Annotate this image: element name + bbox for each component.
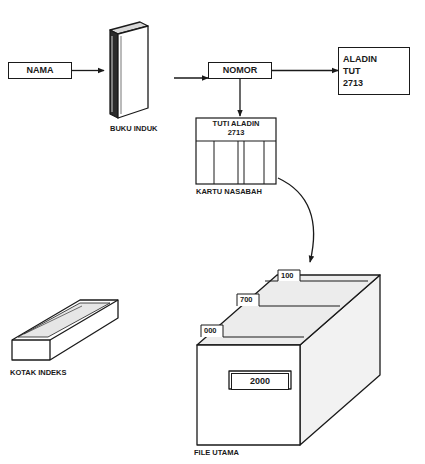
- flow-arrow: [278, 178, 314, 262]
- tab-number: 000: [203, 326, 218, 335]
- index-box-drawing: [12, 300, 118, 360]
- index-box-drawing-part: [12, 300, 118, 340]
- node-label: FILE UTAMA: [194, 448, 239, 457]
- node-label: ALADIN TUT 2713: [343, 53, 377, 89]
- customer-card-drawing-part: [238, 141, 239, 184]
- customer-card-drawing: [196, 118, 276, 184]
- flow-arrow: [272, 70, 338, 71]
- node-label: KOTAK INDEKS: [10, 368, 67, 377]
- file-cards-part: [201, 325, 304, 337]
- flow-arrow: [72, 70, 104, 71]
- customer-card-drawing-part: [264, 141, 265, 184]
- main-file: FILE UTAMA 2000: [190, 262, 386, 462]
- book-drawing-part: [112, 36, 113, 112]
- node-label: TUTI ALADIN 2713: [206, 119, 266, 137]
- main-file-drawer-drawing: [197, 270, 380, 445]
- book-drawing-part: [121, 36, 122, 114]
- customer-card: TUTI ALADIN 2713KARTU NASABAH: [194, 116, 278, 198]
- node-label: NAMA: [27, 65, 54, 76]
- tab-number: 700: [239, 295, 254, 304]
- tab-number: 100: [280, 271, 295, 280]
- customer-card-drawing-part: [244, 141, 245, 184]
- index-box-drawing-part: [12, 300, 118, 360]
- book-drawing: [110, 22, 148, 118]
- index-box-drawing-part: [24, 306, 82, 334]
- node-label: BUKU INDUK: [110, 124, 158, 133]
- index-box: KOTAK INDEKS: [8, 296, 122, 380]
- customer-card-drawing-part: [196, 118, 276, 184]
- book-drawing-part: [110, 30, 118, 118]
- customer-card-drawing-part: [214, 141, 215, 184]
- book-drawing-part: [118, 26, 148, 118]
- index-box-drawing-part: [18, 303, 110, 337]
- main-file-drawer-drawing-part: [229, 371, 291, 389]
- result-box: ALADIN TUT 2713: [338, 47, 410, 95]
- main-file-drawer-drawing-part: [197, 275, 380, 345]
- index-box-drawing-part: [49, 340, 50, 360]
- caption-label: KARTU NASABAH: [196, 187, 262, 196]
- name-box: NAMA: [8, 62, 72, 79]
- node-label: NOMOR: [223, 65, 258, 76]
- master-book: BUKU INDUK: [104, 20, 174, 136]
- flow-arrow: [174, 77, 208, 78]
- node-label: 2000: [250, 376, 270, 387]
- file-number-box: 2000: [231, 373, 289, 390]
- file-cards: [201, 270, 368, 337]
- number-box: NOMOR: [208, 62, 272, 79]
- file-cards-part: [237, 294, 340, 306]
- flow-arrow: [239, 79, 240, 116]
- file-cards-part: [265, 270, 368, 281]
- main-file-drawer-drawing-part: [197, 345, 300, 445]
